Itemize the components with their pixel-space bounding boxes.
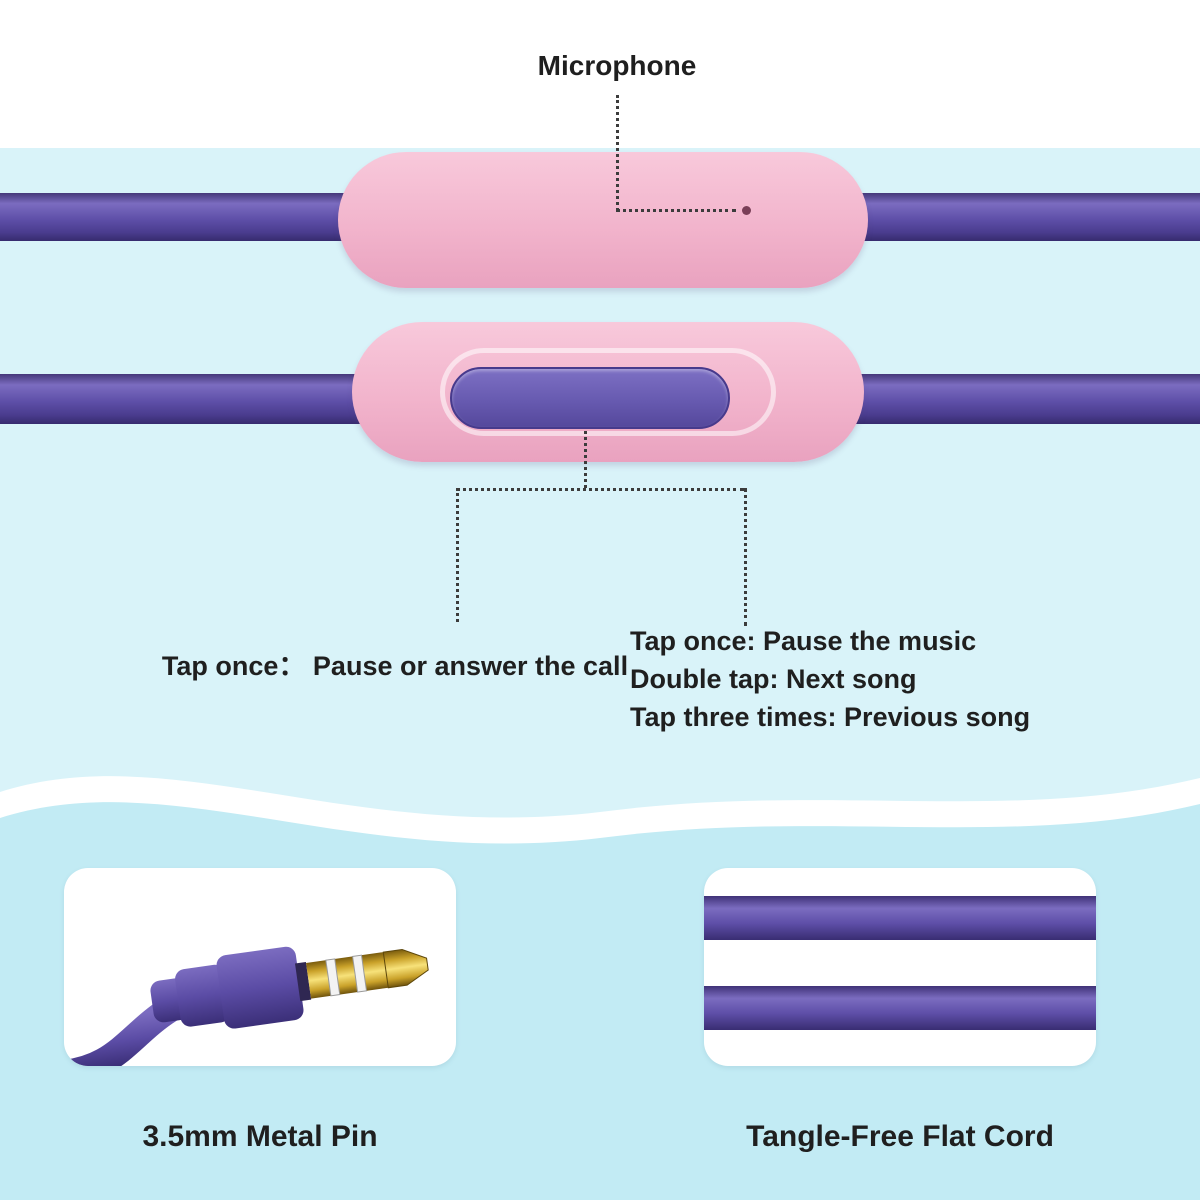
jack-insulator-ring [325,958,341,997]
jack-base-ring [295,961,312,1002]
music-instruction-line: Tap three times: Previous song [630,702,1031,732]
jack-pin [306,952,389,999]
flat-cord-top [704,896,1096,940]
button-groove-outline [440,348,776,436]
flat-cord-bottom [704,986,1096,1030]
cord-feature-card [704,868,1096,1066]
control-button [450,367,730,429]
button-leader-vertical [584,431,587,488]
cord-feature-label: Tangle-Free Flat Cord [746,1120,1054,1153]
call-instruction-label: Tap once： Pause or answer the call [161,651,629,681]
jack-plug-illustration [64,946,429,1066]
mic-remote-module [338,152,868,288]
music-instruction-line: Tap once: Pause the music [630,626,977,656]
music-instructions: Tap once: Pause the music Double tap: Ne… [630,622,1070,736]
music-instruction-line: Double tap: Next song [630,664,917,694]
jack-feature-label: 3.5mm Metal Pin [142,1120,378,1153]
jack-strain-relief [175,964,231,1027]
bracket-horizontal [456,488,744,491]
jack-tip [382,948,429,989]
microphone-hole [742,206,751,215]
microphone-leader-vertical [616,95,619,211]
wave-divider [0,776,1200,870]
background-top [0,0,1200,148]
microphone-leader-horizontal [616,209,736,212]
bracket-left-drop [456,488,459,622]
bracket-right-drop [744,488,747,626]
jack-insulator-ring [352,954,368,993]
jack-body [216,946,304,1029]
microphone-label: Microphone [537,50,697,81]
jack-feature-card [64,868,456,1066]
